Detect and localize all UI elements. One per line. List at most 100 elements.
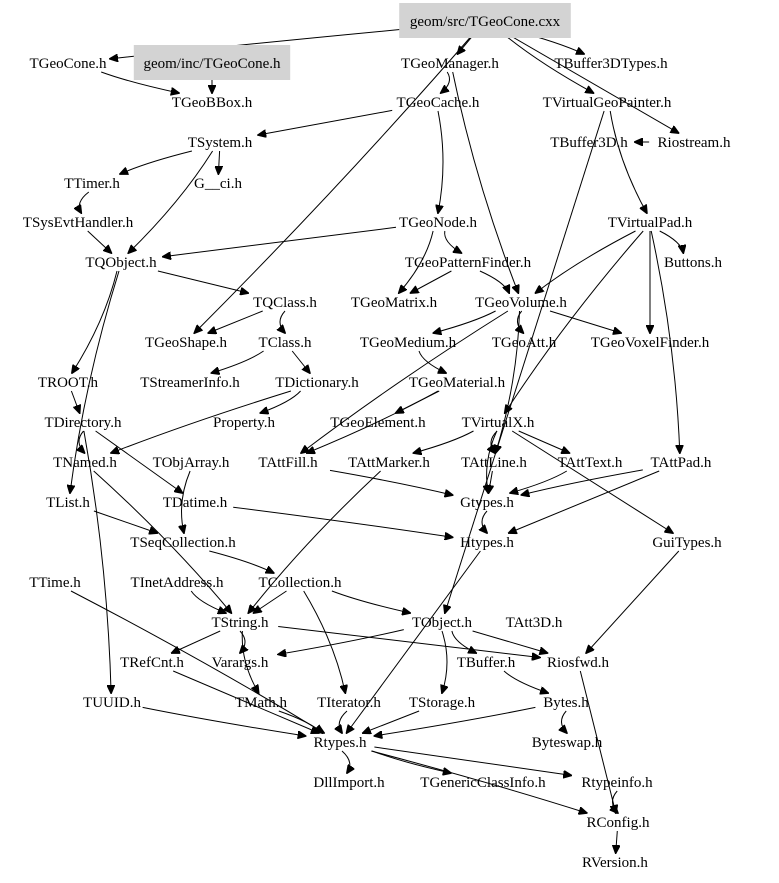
- node-tclass-h[interactable]: TClass.h: [259, 335, 312, 351]
- node-tstorage-h[interactable]: TStorage.h: [409, 695, 476, 711]
- node-riosfwd-h[interactable]: Riosfwd.h: [547, 655, 610, 671]
- edge-tgeomanager-h-to-tgeovolume-h: [452, 71, 519, 293]
- edge-tobject-h-to-tstorage-h: [442, 630, 447, 693]
- node-label: TTime.h: [29, 575, 81, 591]
- node-tvirtualx-h[interactable]: TVirtualX.h: [462, 415, 535, 431]
- node-rversion-h[interactable]: RVersion.h: [582, 855, 648, 871]
- highlight-box: [133, 45, 291, 80]
- node-tstring-h[interactable]: TString.h: [211, 615, 269, 631]
- node-tseqcollection-h[interactable]: TSeqCollection.h: [130, 535, 236, 551]
- node-label: TAttText.h: [558, 455, 623, 471]
- edge-guitypes-h-to-riosfwd-h: [586, 550, 680, 653]
- edge-tattpad-h-to-gtypes-h: [521, 469, 643, 495]
- node-tdatime-h[interactable]: TDatime.h: [163, 495, 228, 511]
- node-guitypes-h[interactable]: GuiTypes.h: [652, 535, 722, 551]
- node-gtypes-h[interactable]: Gtypes.h: [460, 495, 514, 511]
- node-tgeomaterial-h[interactable]: TGeoMaterial.h: [409, 375, 506, 391]
- node-property-h[interactable]: Property.h: [213, 415, 275, 431]
- node-tbuffer3dtypes-h[interactable]: TBuffer3DTypes.h: [554, 56, 668, 72]
- edge-tgeomedium-h-to-tgeomaterial-h: [418, 350, 446, 373]
- node-tsysevthandler-h[interactable]: TSysEvtHandler.h: [23, 215, 134, 231]
- node-tgenericclassinfo-h[interactable]: TGenericClassInfo.h: [420, 775, 546, 791]
- node-tgeoshape-h[interactable]: TGeoShape.h: [145, 335, 228, 351]
- node-tattpad-h[interactable]: TAttPad.h: [651, 455, 712, 471]
- node-tgeonode-h[interactable]: TGeoNode.h: [399, 215, 477, 231]
- node-tcollection-h[interactable]: TCollection.h: [259, 575, 342, 591]
- edge-tgeocache-h-to-tsystem-h: [258, 109, 393, 135]
- edge-tgeomaterial-h-to-tattfill-h: [307, 390, 439, 453]
- node-tbuffer-h[interactable]: TBuffer.h: [457, 655, 516, 671]
- edge-tnamed-h-to-tstring-h: [93, 470, 232, 613]
- edge-tbuffer-h-to-bytes-h: [503, 670, 548, 693]
- node-tgeomatrix-h[interactable]: TGeoMatrix.h: [351, 295, 438, 311]
- node-buttons-h[interactable]: Buttons.h: [664, 255, 722, 271]
- node-label: TGeoShape.h: [145, 335, 228, 351]
- edge-tqobject-h-to-tqclass-h: [157, 270, 248, 293]
- node-tgeocone-h[interactable]: TGeoCone.h: [29, 56, 107, 72]
- node-rtypeinfo-h[interactable]: Rtypeinfo.h: [581, 775, 653, 791]
- node-label: Riosfwd.h: [547, 655, 610, 671]
- edge-tlist-h-to-tseqcollection-h: [93, 510, 157, 533]
- node-tinetaddress-h[interactable]: TInetAddress.h: [131, 575, 224, 591]
- node-tatt3d-h[interactable]: TAtt3D.h: [506, 615, 563, 631]
- node-label: TGeoVolume.h: [475, 295, 567, 311]
- node-riostream-h[interactable]: Riostream.h: [658, 135, 731, 151]
- node-tgeoatt-h[interactable]: TGeoAtt.h: [492, 335, 557, 351]
- node-rconfig-h[interactable]: RConfig.h: [587, 815, 650, 831]
- node-trefcnt-h[interactable]: TRefCnt.h: [120, 655, 184, 671]
- node-tgeopatternfinder-h[interactable]: TGeoPatternFinder.h: [405, 255, 532, 271]
- node-titerator-h[interactable]: TIterator.h: [317, 695, 381, 711]
- node-htypes-h[interactable]: Htypes.h: [460, 535, 514, 551]
- node-ttimer-h[interactable]: TTimer.h: [64, 176, 120, 192]
- node-tgeoelement-h[interactable]: TGeoElement.h: [330, 415, 426, 431]
- node-geom-src-tgeocone-cxx[interactable]: geom/src/TGeoCone.cxx: [399, 3, 571, 38]
- edge-tgeovolume-h-to-tgeovoxelfinder-h: [549, 310, 621, 333]
- node-tvirtualgeopainter-h[interactable]: TVirtualGeoPainter.h: [543, 95, 672, 111]
- node-tatttext-h[interactable]: TAttText.h: [558, 455, 623, 471]
- node-label: Property.h: [213, 415, 275, 431]
- node-tgeomedium-h[interactable]: TGeoMedium.h: [360, 335, 457, 351]
- node-g-ci-h[interactable]: G__ci.h: [194, 176, 242, 192]
- node-tvirtualpad-h[interactable]: TVirtualPad.h: [608, 215, 693, 231]
- node-tmath-h[interactable]: TMath.h: [235, 695, 288, 711]
- node-tgeovoxelfinder-h[interactable]: TGeoVoxelFinder.h: [591, 335, 710, 351]
- node-geom-inc-tgeocone-h[interactable]: geom/inc/TGeoCone.h: [133, 45, 291, 80]
- edge-tvirtualpad-h-to-tvirtualx-h: [505, 230, 644, 413]
- node-label: TAttFill.h: [258, 455, 318, 471]
- node-label: TGeoVoxelFinder.h: [591, 335, 710, 351]
- edge-tgeopatternfinder-h-to-tgeomatrix-h: [411, 270, 452, 293]
- node-tlist-h[interactable]: TList.h: [46, 495, 90, 511]
- edge-tcollection-h-to-tstring-h: [254, 590, 287, 613]
- node-dllimport-h[interactable]: DllImport.h: [313, 775, 385, 791]
- node-tsystem-h[interactable]: TSystem.h: [188, 135, 253, 151]
- node-bytes-h[interactable]: Bytes.h: [543, 695, 589, 711]
- node-tstreamerinfo-h[interactable]: TStreamerInfo.h: [140, 375, 240, 391]
- node-rtypes-h[interactable]: Rtypes.h: [314, 735, 367, 751]
- node-tobjarray-h[interactable]: TObjArray.h: [153, 455, 230, 471]
- edge-tgeocache-h-to-tgeonode-h: [438, 110, 443, 213]
- node-troot-h[interactable]: TROOT.h: [38, 375, 99, 391]
- node-tgeobbox-h[interactable]: TGeoBBox.h: [172, 95, 253, 111]
- node-label: TBuffer.h: [457, 655, 516, 671]
- node-tdictionary-h[interactable]: TDictionary.h: [275, 375, 359, 391]
- node-tattmarker-h[interactable]: TAttMarker.h: [348, 455, 430, 471]
- node-tgeovolume-h[interactable]: TGeoVolume.h: [475, 295, 567, 311]
- node-label: TIterator.h: [317, 695, 381, 711]
- node-tobject-h[interactable]: TObject.h: [412, 615, 473, 631]
- node-tnamed-h[interactable]: TNamed.h: [53, 455, 117, 471]
- node-tqobject-h[interactable]: TQObject.h: [85, 255, 157, 271]
- node-tgeomanager-h[interactable]: TGeoManager.h: [401, 56, 499, 72]
- node-byteswap-h[interactable]: Byteswap.h: [532, 735, 603, 751]
- node-tdirectory-h[interactable]: TDirectory.h: [45, 415, 122, 431]
- node-label: TSysEvtHandler.h: [23, 215, 134, 231]
- node-tbuffer3d-h[interactable]: TBuffer3D.h: [550, 135, 628, 151]
- node-tattfill-h[interactable]: TAttFill.h: [258, 455, 318, 471]
- node-tattline-h[interactable]: TAttLine.h: [461, 455, 527, 471]
- node-tgeocache-h[interactable]: TGeoCache.h: [397, 95, 480, 111]
- node-tuuid-h[interactable]: TUUID.h: [83, 695, 141, 711]
- node-tqclass-h[interactable]: TQClass.h: [253, 295, 317, 311]
- node-varargs-h[interactable]: Varargs.h: [212, 655, 269, 671]
- edge-tattfill-h-to-gtypes-h: [329, 469, 453, 495]
- node-ttime-h[interactable]: TTime.h: [29, 575, 81, 591]
